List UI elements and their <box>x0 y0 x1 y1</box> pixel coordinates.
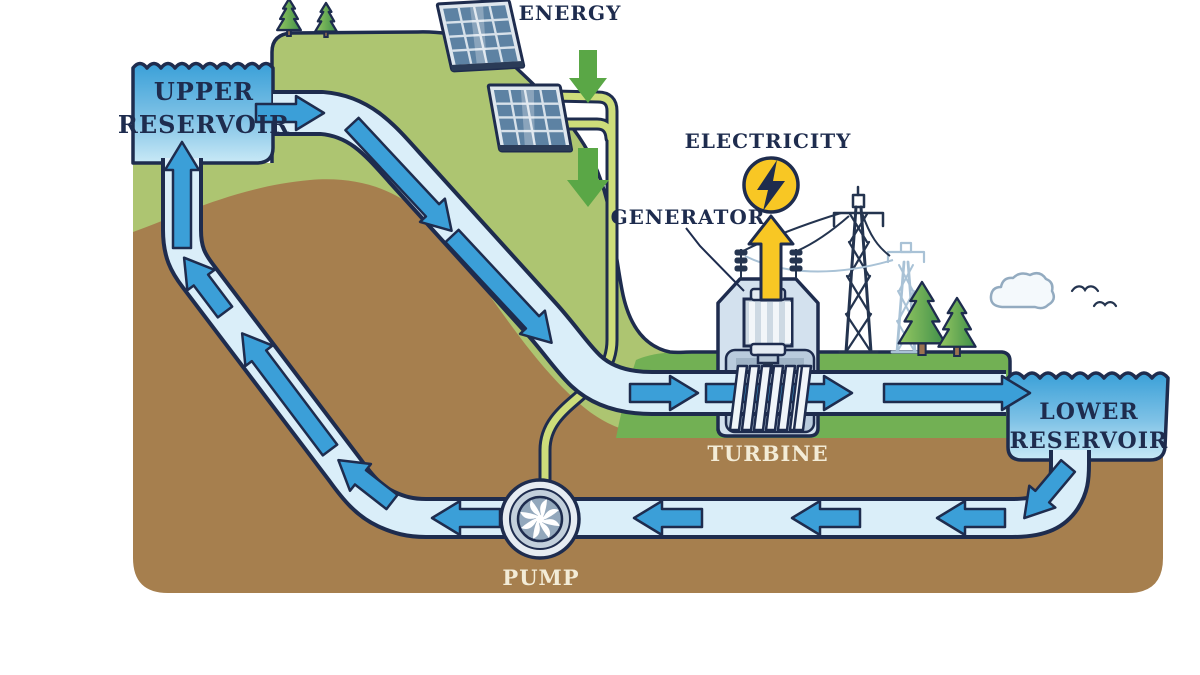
lower-reservoir-label-line1: LOWER <box>1039 399 1138 425</box>
lower-reservoir-water <box>1006 371 1170 462</box>
solar-panel-icon <box>486 83 574 153</box>
electricity-label: ELECTRICITY <box>685 129 852 153</box>
pine-tree-icon <box>897 281 947 356</box>
pine-tree-icon <box>276 0 302 37</box>
birds-icon <box>1070 285 1118 308</box>
cloud-icon <box>989 271 1056 310</box>
electricity-up-arrow-icon <box>747 214 795 302</box>
down-arrow-icon <box>567 148 609 207</box>
energy-label: ENERGY <box>519 1 622 25</box>
transmission-tower-large-icon <box>832 185 885 354</box>
lower-reservoir-label-line2: RESERVOIR <box>1010 428 1169 454</box>
electricity-symbol <box>742 156 800 302</box>
upper-reservoir-label-line1: UPPER <box>154 77 254 106</box>
pump-label: PUMP <box>502 565 579 590</box>
turbine-label: TURBINE <box>707 441 828 466</box>
generator-pointer-line <box>685 227 745 292</box>
down-arrow-icon <box>569 50 607 103</box>
power-lines <box>742 212 891 257</box>
upper-reservoir-water <box>131 61 275 165</box>
pine-tree-icon <box>314 2 338 38</box>
pump-icon <box>499 478 581 560</box>
upper-reservoir-label-line2: RESERVOIR <box>118 110 290 139</box>
energy-cable <box>501 88 619 489</box>
turbine-icon <box>728 364 813 432</box>
pine-tree-icon <box>937 297 977 357</box>
generator-label: GENERATOR <box>611 205 766 229</box>
pump-impeller-icon <box>520 499 560 539</box>
solar-panel-icon <box>435 0 526 73</box>
